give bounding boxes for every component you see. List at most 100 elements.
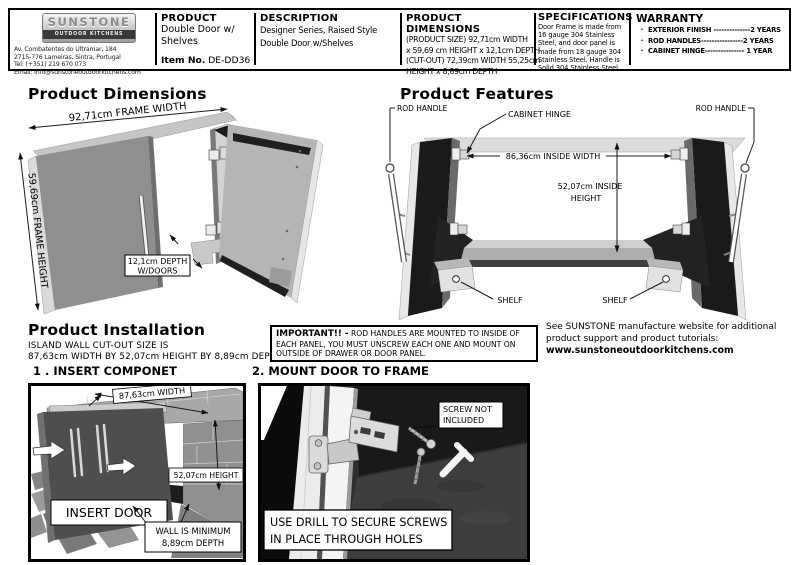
screw-note-line: INCLUDED bbox=[443, 416, 484, 425]
bottom-bar-top bbox=[464, 240, 652, 248]
warranty-leader: ---------------- bbox=[700, 36, 743, 45]
step2-heading: 2. MOUNT DOOR TO FRAME bbox=[252, 364, 429, 378]
rod-handle-right-label: ROD HANDLE bbox=[696, 104, 747, 113]
bullet-icon: · bbox=[640, 47, 644, 55]
right-corner-shadow bbox=[643, 216, 710, 288]
warranty-leader: --------------- bbox=[704, 47, 747, 55]
wall-depth-label: 8,89cm DEPTH bbox=[162, 538, 224, 548]
insert-door-label: INSERT DOOR bbox=[66, 505, 153, 520]
step1-heading: 1 . INSERT COMPONET bbox=[33, 364, 177, 378]
left-door-inner-edge bbox=[148, 136, 163, 288]
website-note-line: See SUNSTONE manufacture website for add… bbox=[546, 322, 777, 332]
item-number-value: DE-DD36 bbox=[208, 55, 251, 66]
website-note: See SUNSTONE manufacture website for add… bbox=[546, 322, 776, 357]
description-line: Double Door w/Shelves bbox=[260, 37, 354, 48]
mount-door-illustration: SCREW NOT INCLUDED USE DRILL TO SECURE S… bbox=[261, 386, 527, 559]
wall-depth-callout: WALL IS MINIMUM 8,89cm DEPTH bbox=[132, 503, 242, 553]
description-line: Designer Series, Raised Style bbox=[260, 25, 378, 35]
arrow-icon bbox=[32, 440, 66, 460]
specifications-section: SPECIFICATIONS Door Frame is made from 1… bbox=[538, 12, 633, 72]
drill-note-line: USE DRILL TO SECURE SCREWS bbox=[270, 516, 447, 529]
warranty-item: ·EXTERIOR FINISH --------------2 YEARS bbox=[636, 25, 788, 36]
drill-callout: USE DRILL TO SECURE SCREWS IN PLACE THRO… bbox=[263, 509, 453, 551]
product-name-line: Shelves bbox=[161, 36, 198, 47]
inside-height-label: 52,07cm INSIDE bbox=[558, 182, 623, 191]
dimension-line: (PRODUCT SIZE) 92,71cm WIDTH bbox=[406, 35, 528, 44]
left-rod-handle bbox=[385, 163, 411, 263]
product-title: PRODUCT bbox=[161, 13, 217, 24]
product-dimensions-heading: Product Dimensions bbox=[28, 85, 207, 103]
step1-image-box: 87,63cm WIDTH 52,07cm HEIGHT INSERT DOOR… bbox=[28, 383, 246, 562]
height-dimension: 52,07cm HEIGHT bbox=[168, 419, 243, 491]
header-divider bbox=[254, 13, 256, 65]
header-divider bbox=[629, 13, 631, 65]
bottom-bar-front bbox=[461, 248, 655, 260]
width-dimension: 87,63cm WIDTH bbox=[94, 386, 209, 415]
depth-label-box bbox=[124, 254, 191, 277]
website-url: www.sunstoneoutdoorkitchens.com bbox=[546, 345, 734, 356]
warranty-label: ROD HANDLES bbox=[648, 36, 701, 45]
depth-label-line: W/DOORS bbox=[138, 267, 178, 276]
loose-screw-vertical bbox=[413, 447, 426, 485]
website-note-line: product support and product tutorials: bbox=[546, 333, 719, 344]
drill-note-line: IN PLACE THROUGH HOLES bbox=[270, 533, 423, 546]
rail-slot bbox=[374, 431, 385, 439]
company-info-section: SUNSTONE OUTDOOR KITCHENS Av. Combatente… bbox=[14, 13, 152, 76]
bullet-icon: · bbox=[640, 26, 644, 34]
important-note-lead: IMPORTANT!! - bbox=[276, 329, 349, 339]
product-dimensions-title: PRODUCT DIMENSIONS bbox=[406, 13, 481, 35]
dimension-line: x 59,69 cm HEIGHT x 12,1cm DEPTH bbox=[406, 45, 540, 55]
company-logo: SUNSTONE OUTDOOR KITCHENS bbox=[42, 13, 136, 43]
feature-callouts: ROD HANDLE ROD HANDLE CABINET HINGE 86,3… bbox=[389, 104, 755, 305]
rail-hole bbox=[353, 429, 359, 435]
warranty-label: CABINET HINGE bbox=[648, 47, 705, 55]
header-divider bbox=[400, 13, 402, 65]
cabinet-frame-illustration bbox=[385, 137, 750, 321]
important-note-box: IMPORTANT!! - ROD HANDLES ARE MOUNTED TO… bbox=[270, 325, 538, 362]
right-door-top-shadow bbox=[233, 133, 311, 155]
rail-slot bbox=[360, 427, 371, 435]
depth-dimension: 12,1cm DEPTH W/DOORS bbox=[124, 234, 203, 277]
bottom-bar-shadow bbox=[457, 260, 659, 267]
product-installation-heading: Product Installation bbox=[28, 321, 206, 339]
insert-component-illustration: 87,63cm WIDTH 52,07cm HEIGHT INSERT DOOR… bbox=[31, 386, 243, 558]
insert-door-callout: INSERT DOOR bbox=[50, 499, 168, 526]
rod-handle-left-label: ROD HANDLE bbox=[397, 104, 448, 113]
right-door-panel bbox=[219, 124, 317, 298]
shelf-left-label: SHELF bbox=[497, 296, 523, 305]
product-section: PRODUCT Double Door w/ Shelves Item No. … bbox=[161, 13, 253, 68]
dimension-line: (CUT-OUT) 72,39cm WIDTH 55,25cm bbox=[406, 56, 541, 66]
product-features-heading: Product Features bbox=[400, 85, 554, 103]
address-line: 2715-776 Lameiras, Sintra, Portugal bbox=[14, 53, 121, 61]
screw-callout: SCREW NOT INCLUDED bbox=[410, 401, 504, 429]
warranty-title: WARRANTY bbox=[636, 13, 704, 25]
door-frame-illustration bbox=[27, 111, 324, 315]
header-box: SUNSTONE OUTDOOR KITCHENS Av. Combatente… bbox=[8, 8, 791, 76]
left-door-handle bbox=[138, 195, 150, 257]
logo-brand-text: SUNSTONE bbox=[47, 15, 131, 29]
inside-width-label: 86,36cm INSIDE WIDTH bbox=[506, 152, 601, 161]
product-features-drawing: ROD HANDLE ROD HANDLE CABINET HINGE 86,3… bbox=[385, 104, 755, 321]
light-wedge bbox=[261, 386, 287, 440]
warranty-label: EXTERIOR FINISH bbox=[648, 26, 714, 34]
hinge-screw bbox=[314, 439, 323, 447]
warranty-item: ·CABINET HINGE--------------- 1 YEAR bbox=[636, 46, 788, 57]
dimension-line: HEIGHT x 8,89cm DEPTH bbox=[406, 66, 498, 76]
right-door-bottom-shadow bbox=[220, 255, 289, 297]
arrow-icon bbox=[106, 457, 137, 476]
right-shelf bbox=[645, 258, 684, 293]
warranty-section: WARRANTY · EXTERIOR FINISH --------------… bbox=[636, 13, 788, 57]
product-name-line: Double Door w/ bbox=[161, 24, 235, 35]
description-section: DESCRIPTION Designer Series, Raised Styl… bbox=[260, 13, 398, 49]
frame-width-label: 92,71cm FRAME WIDTH bbox=[68, 101, 187, 124]
header-divider bbox=[534, 13, 536, 65]
shelf-right-label: SHELF bbox=[602, 296, 628, 305]
product-dimensions-drawing: 92,71cm FRAME WIDTH 59,69cm FRAME HEIGHT… bbox=[18, 101, 324, 315]
shelf-hole bbox=[452, 275, 460, 283]
cabinet-hinge-hardware bbox=[308, 407, 400, 474]
company-address: Av. Combatentes do Ultramar, 184 2715-77… bbox=[14, 46, 152, 76]
inside-height-label: HEIGHT bbox=[571, 194, 602, 203]
hinge-screw bbox=[313, 462, 322, 470]
address-line: Av. Combatentes do Ultramar, 184 bbox=[14, 46, 117, 53]
